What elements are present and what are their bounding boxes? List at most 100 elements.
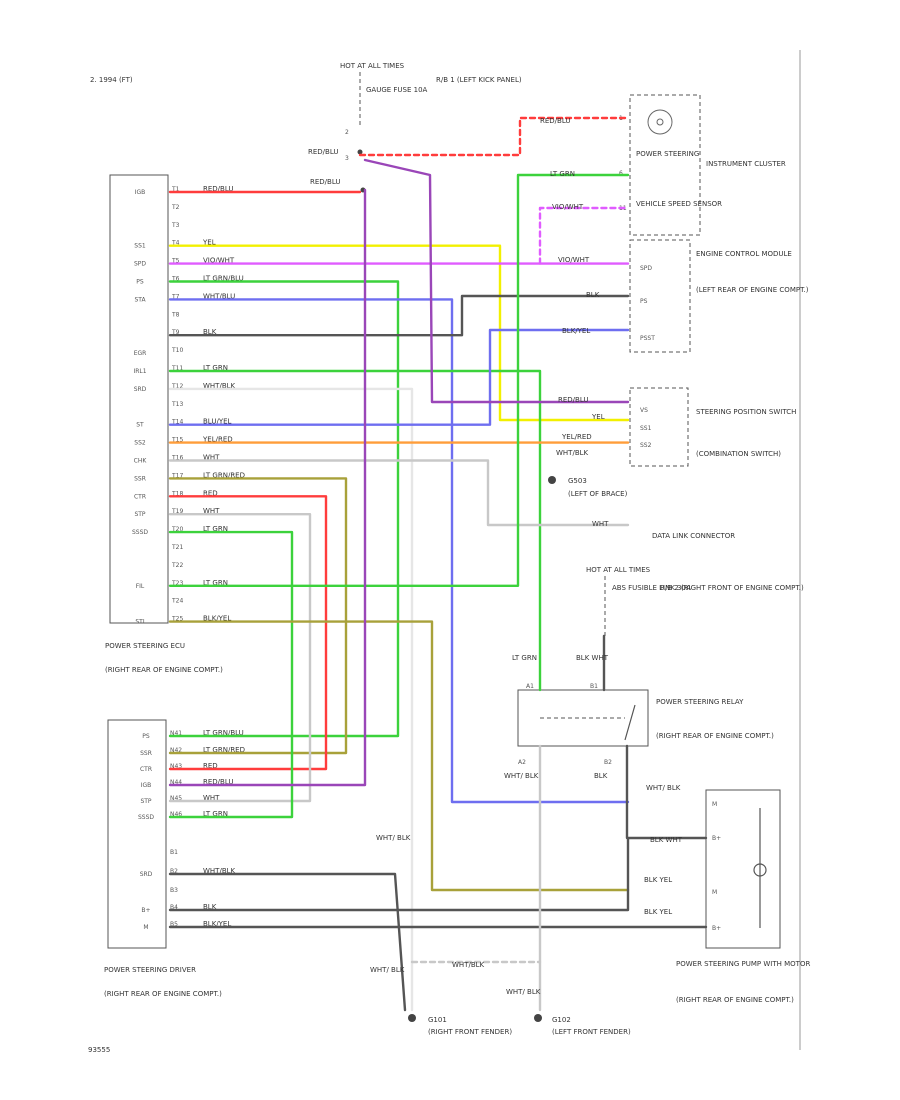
fuse-splice-dot [357, 149, 363, 155]
wire-label-cluster-speed: VIO/WHT [552, 203, 584, 211]
switch-pin-vs: VS [640, 407, 648, 414]
ground-g503: G503 (LEFT OF BRACE) [548, 476, 628, 498]
ecu-pin-number: T6 [171, 276, 180, 283]
relay-pin-b2: B2 [604, 759, 612, 766]
wire-labels: RED/BLU LT GRN VIO/WHT VIO/WHT BLK BLK/Y… [370, 117, 683, 996]
wire-label-gnd-a: WHT/ BLK [376, 834, 411, 842]
ecu-pin-wire: BLK [203, 328, 217, 336]
ecu-pin-name: SRD [134, 386, 147, 393]
ground-g101: G101 (RIGHT FRONT FENDER) [408, 1014, 512, 1036]
wire-label-pump-a: WHT/ BLK [646, 784, 681, 792]
fuse-pin-b: 3 [345, 155, 349, 162]
ecu-pin-wire: LT GRN/BLU [203, 275, 244, 283]
power-steering-lamp-icon [647, 109, 673, 135]
driver-pin-number: N42 [170, 747, 182, 754]
fuse-hot-title: HOT AT ALL TIMES [340, 62, 405, 70]
ecu-pin-number: T20 [171, 526, 183, 533]
ecu-pin-number: T2 [171, 204, 180, 211]
pump-pin-2: B+ [712, 835, 721, 842]
ecu-pin-name: IRL1 [133, 368, 146, 375]
pump-location: (RIGHT REAR OF ENGINE COMPT.) [676, 996, 794, 1004]
ecm-pin-psst: PSST [640, 335, 655, 342]
relay-name: POWER STEERING RELAY [656, 698, 744, 706]
ecu-pin-name: ST [136, 422, 144, 429]
wire-fuse-red-dashed [358, 116, 630, 157]
ecu-pin-number: T24 [171, 598, 183, 605]
ground-g503-icon [548, 476, 556, 484]
driver-pin-wire: BLK/YEL [203, 920, 231, 928]
fuse-wire-a: RED/BLU [308, 148, 339, 156]
wire-label-pump-b: BLK WHT [650, 836, 683, 844]
fuse-label: GAUGE FUSE 10A [366, 86, 428, 94]
fusible-location: R/B 2 (RIGHT FRONT OF ENGINE COMPT.) [660, 584, 804, 592]
ecu-pin-wire: YEL/RED [202, 436, 233, 444]
relay-switch-contact [624, 704, 636, 741]
wire-b-plus-black [168, 836, 708, 912]
ecu-pin-number: T12 [171, 383, 183, 390]
driver-pin-wire: LT GRN/RED [203, 746, 245, 754]
ground-g102-icon [534, 1014, 542, 1022]
driver-name: POWER STEERING DRIVER [104, 966, 196, 974]
ecu-pin-number: T5 [171, 258, 180, 265]
wire-label-sw-feed: RED/BLU [558, 396, 589, 404]
ecu-pin-name: STP [134, 511, 145, 518]
ecu-pin-name: FIL [136, 583, 145, 590]
wire-ctr-red [168, 495, 328, 771]
pump-box [705, 789, 781, 949]
wire-label-sw-ss1: YEL [591, 413, 605, 421]
wire-ss1-yellow [168, 244, 630, 422]
ecu-pin-name: STI [135, 619, 144, 626]
wire-sssd-green [168, 530, 294, 819]
ecu-pin-number: T13 [171, 401, 183, 408]
ecu-pin-name: SS1 [134, 243, 146, 250]
ecu-pin-number: T10 [171, 347, 183, 354]
fusible-title: HOT AT ALL TIMES [586, 566, 651, 574]
ecu-pin-wire: WHT [203, 454, 220, 462]
ecu-pin-wire: WHT [203, 507, 220, 515]
data-link-name: DATA LINK CONNECTOR [652, 532, 735, 540]
ecu-pin-number: T3 [171, 222, 180, 229]
relay-box [517, 689, 649, 747]
ecu-pin-number: T19 [171, 508, 183, 515]
ecu-pin-wire: YEL [202, 239, 216, 247]
ecu-pin-number: T8 [171, 311, 180, 318]
driver-pin-name: SSSD [138, 814, 154, 821]
ecu-pin-number: T11 [171, 365, 183, 372]
driver-pin-number: B5 [170, 921, 178, 928]
wire-stp-white [168, 513, 312, 803]
ecu-pin-number: T4 [171, 240, 180, 247]
switch-location: (COMBINATION SWITCH) [696, 450, 781, 458]
ecu-pin-name: CTR [134, 493, 146, 500]
ecu-pin-number: T25 [171, 616, 183, 623]
ecu-pin-name: STA [134, 296, 146, 303]
wire-label-relay-batt: BLK WHT [576, 654, 609, 662]
wire-label-relay-out-b: BLK [594, 772, 608, 780]
driver-pin-number: N43 [170, 763, 182, 770]
ecu-connector: POWER STEERING ECU (RIGHT REAR OF ENGINE… [105, 174, 245, 674]
ecu-pin-name: IGB [135, 189, 146, 196]
ecu-pin-wire: WHT/BLU [203, 292, 235, 300]
switch-name: STEERING POSITION SWITCH [696, 408, 796, 416]
driver-pin-name: SSR [140, 750, 152, 757]
ecu-pin-name: SPD [134, 261, 146, 268]
wire-sw-feed-purple [363, 158, 630, 404]
ecu-pin-wire: WHT/BLK [203, 382, 236, 390]
ecu-pin-number: T21 [171, 544, 183, 551]
engine-control-module: SPD PS PSST ENGINE CONTROL MODULE (LEFT … [629, 239, 809, 353]
abs-fusible-link: HOT AT ALL TIMES ABS FUSIBLE LINK 30A R/… [586, 566, 804, 636]
ecu-pin-name: CHK [134, 458, 148, 465]
driver-pin-number: B2 [170, 868, 178, 875]
ecm-box [629, 239, 691, 353]
driver-pin-number: N41 [170, 730, 182, 737]
wire-ssr-olive [168, 477, 348, 755]
ecu-pin-name: SSSD [132, 529, 148, 536]
wire-ps-green [168, 280, 400, 738]
wire-label-ecm-psst: BLK/YEL [562, 327, 590, 335]
ground-g101-name: G101 [428, 1016, 447, 1024]
fusible-label: ABS FUSIBLE LINK 30A [612, 584, 691, 592]
ecu-pin-number: T9 [171, 329, 180, 336]
ecm-pin-ps: PS [640, 298, 648, 305]
ecm-name: ENGINE CONTROL MODULE [696, 250, 792, 258]
steering-position-switch: VS SS1 SS2 STEERING POSITION SWITCH (COM… [629, 387, 796, 467]
ecu-pin-wire: LT GRN [203, 579, 228, 587]
